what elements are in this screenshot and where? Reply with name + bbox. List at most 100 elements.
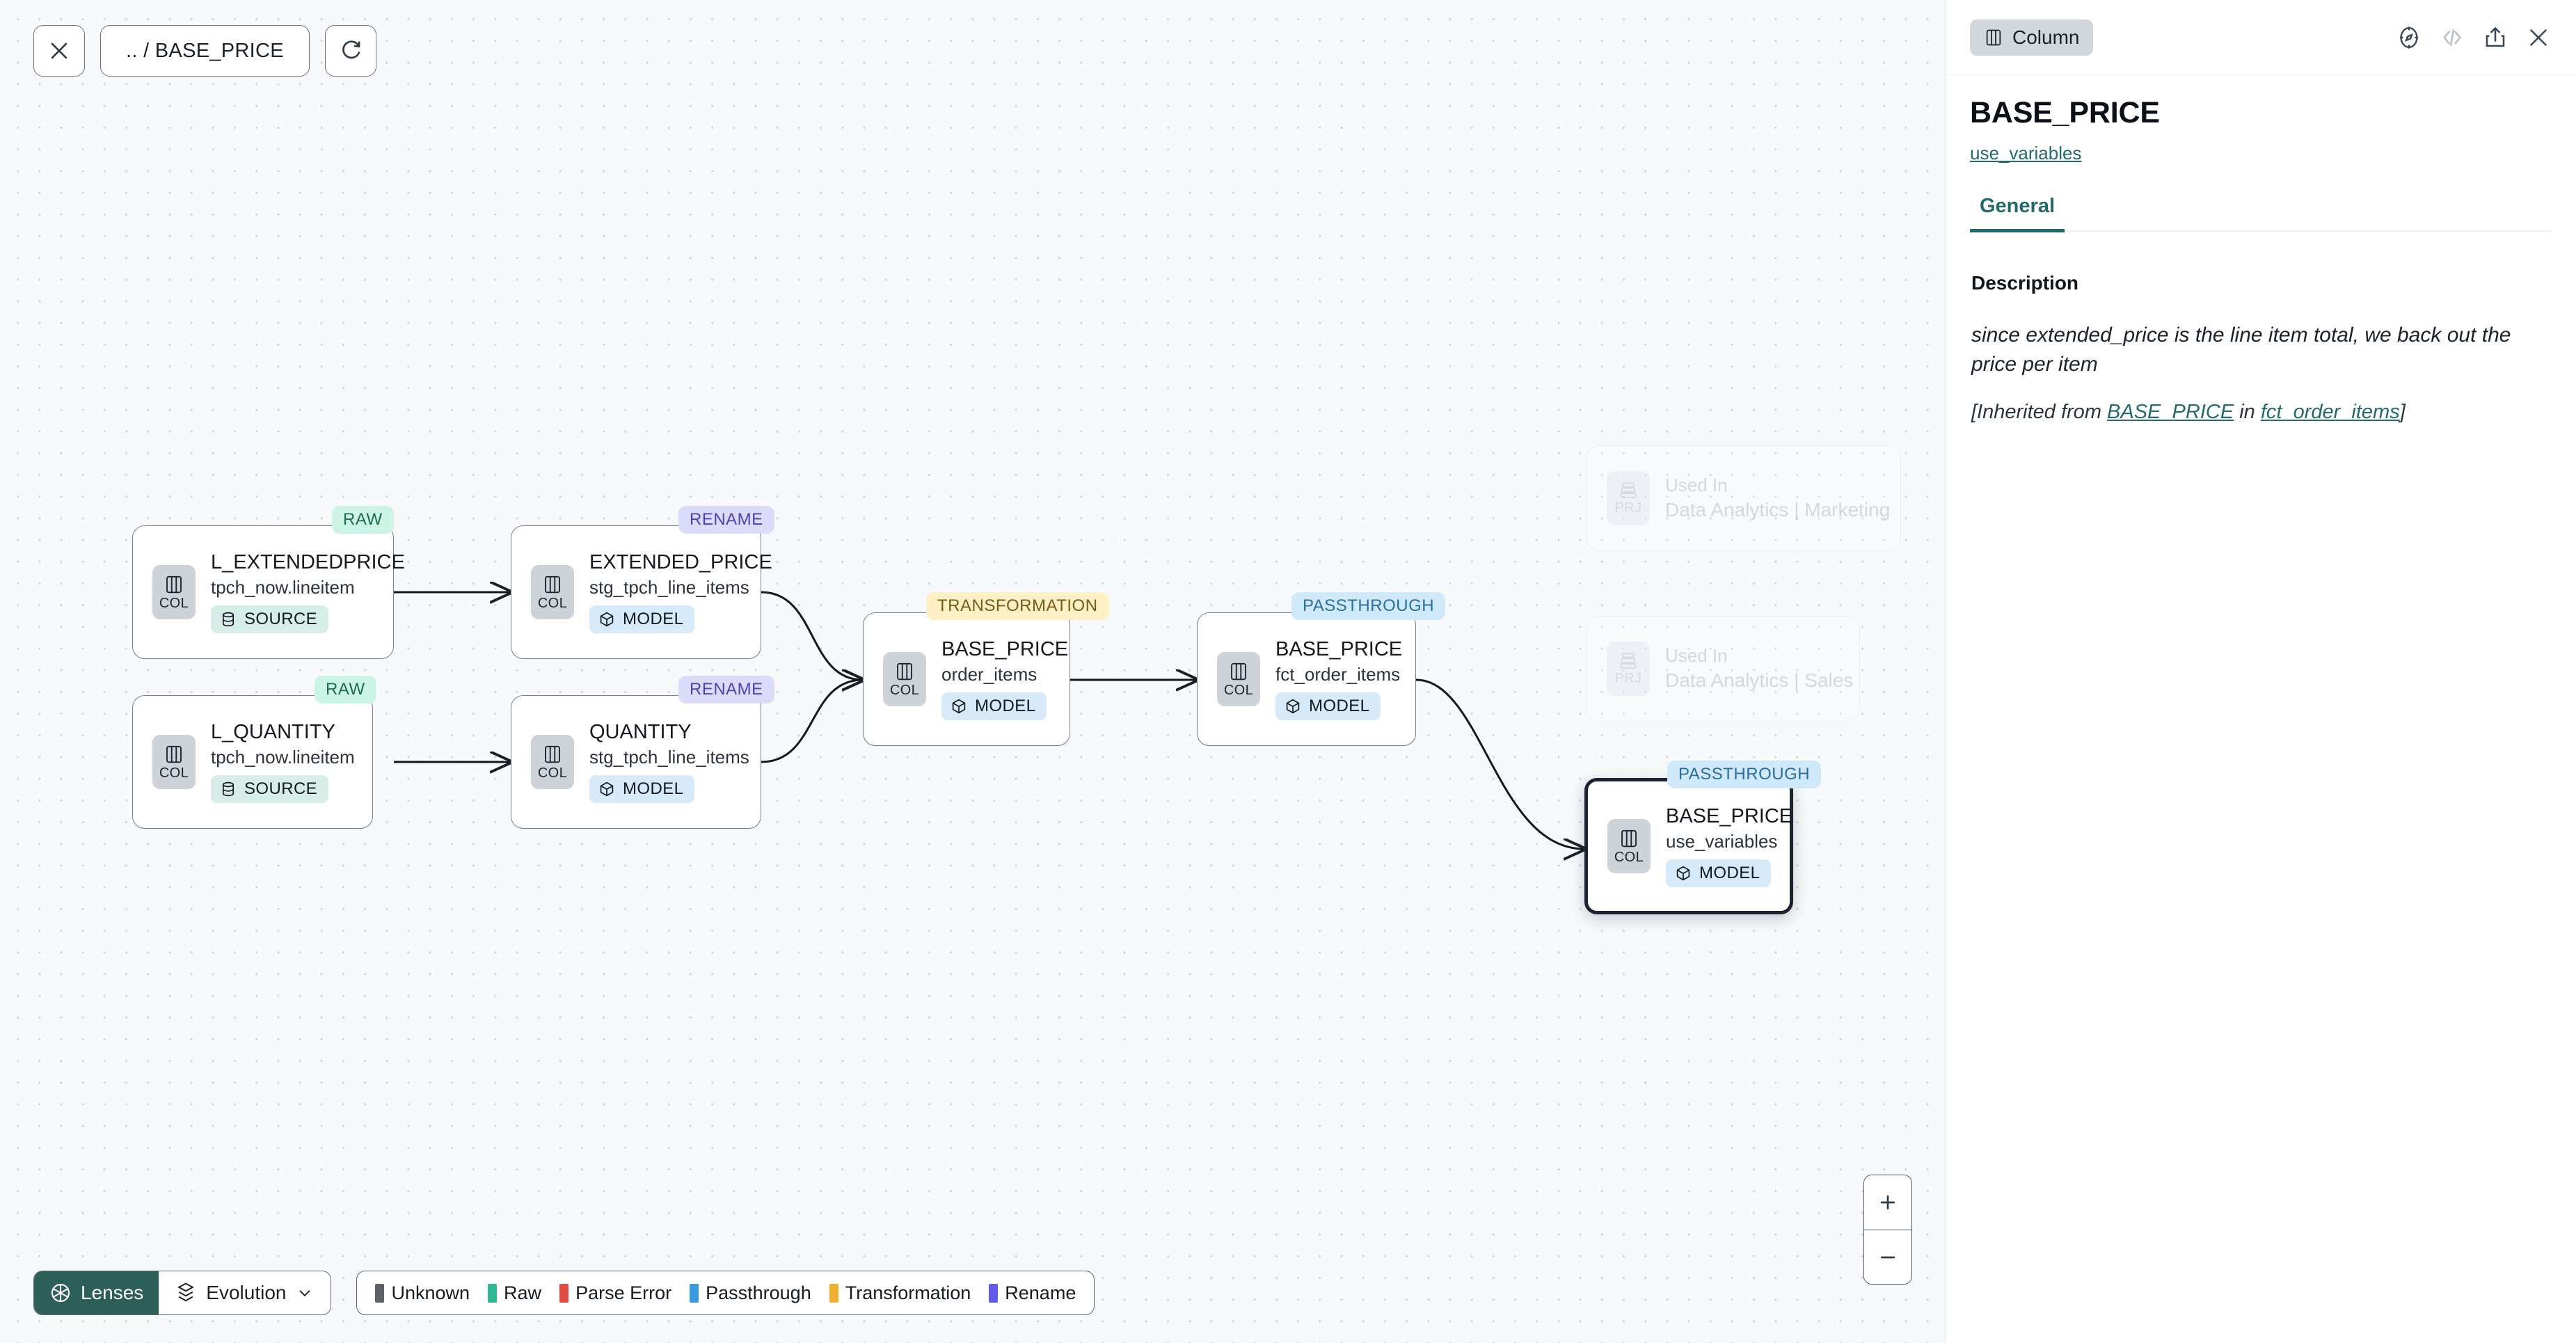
description-inherited-note: [Inherited from BASE_PRICE in fct_order_… bbox=[1971, 398, 2551, 427]
refresh-icon bbox=[342, 40, 360, 59]
column-icon-label: COL bbox=[1223, 683, 1254, 698]
column-icon: COL bbox=[883, 652, 926, 706]
node-badge-transformation: TRANSFORMATION bbox=[926, 592, 1109, 621]
legend-swatch bbox=[690, 1283, 699, 1303]
used-in-card[interactable]: PRJ Used In Data Analytics | Sales bbox=[1587, 616, 1860, 722]
breadcrumb: .. / BASE_PRICE bbox=[126, 39, 284, 62]
code-icon bbox=[2443, 29, 2461, 46]
project-icon-label: PRJ bbox=[1614, 671, 1642, 686]
database-icon bbox=[222, 612, 234, 627]
zoom-out-button[interactable] bbox=[1864, 1230, 1911, 1284]
node-subtitle: use_variables bbox=[1666, 831, 1778, 852]
entity-type-label: Column bbox=[2012, 26, 2080, 48]
lineage-node-l-quantity[interactable]: COL L_QUANTITY tpch_now.lineitem SOURCE bbox=[132, 695, 373, 829]
lineage-node-extended-price[interactable]: COL EXTENDED_PRICE stg_tpch_line_items M… bbox=[511, 525, 772, 659]
share-button[interactable] bbox=[2483, 25, 2508, 50]
lineage-node-l-extendedprice[interactable]: COL L_EXTENDEDPRICE tpch_now.lineitem SO… bbox=[132, 525, 405, 659]
refresh-button[interactable] bbox=[324, 25, 376, 77]
node-type-pill-source: SOURCE bbox=[211, 775, 329, 804]
inherit-prefix: [Inherited from bbox=[1971, 400, 2108, 423]
tab-general[interactable]: General bbox=[1970, 195, 2065, 232]
close-button[interactable] bbox=[33, 25, 85, 77]
inherit-mid: in bbox=[2234, 400, 2261, 423]
column-icon: COL bbox=[152, 735, 196, 789]
legend-item-passthrough: Passthrough bbox=[690, 1282, 811, 1304]
lineage-node-fct-order-items[interactable]: COL BASE_PRICE fct_order_items MODEL bbox=[1197, 612, 1416, 746]
legend-item-parse-error: Parse Error bbox=[559, 1282, 671, 1304]
code-button[interactable] bbox=[2440, 25, 2465, 50]
status-legend: Unknown Raw Parse Error Passthrough Tran… bbox=[356, 1271, 1095, 1315]
zoom-in-button[interactable] bbox=[1864, 1175, 1911, 1230]
evolution-label: Evolution bbox=[206, 1282, 287, 1303]
breadcrumb-button[interactable]: .. / BASE_PRICE bbox=[100, 25, 310, 77]
node-title: BASE_PRICE bbox=[1275, 637, 1403, 660]
column-icon-label: COL bbox=[159, 596, 189, 611]
cube-icon bbox=[952, 699, 966, 714]
minus-icon bbox=[1880, 1256, 1895, 1258]
inherit-model-link[interactable]: fct_order_items bbox=[2260, 400, 2400, 423]
legend-swatch bbox=[488, 1283, 498, 1303]
column-icon-label: COL bbox=[537, 765, 568, 781]
inherit-suffix: ] bbox=[2399, 400, 2406, 423]
node-badge-rename: RENAME bbox=[678, 676, 774, 704]
legend-swatch bbox=[989, 1283, 999, 1303]
column-icon-label: COL bbox=[1614, 850, 1644, 865]
legend-item-rename: Rename bbox=[989, 1282, 1076, 1304]
close-icon bbox=[2530, 29, 2547, 46]
node-badge-passthrough: PASSTHROUGH bbox=[1667, 761, 1822, 789]
node-type-pill-model: MODEL bbox=[941, 692, 1047, 721]
node-badge-raw: RAW bbox=[315, 676, 376, 704]
cube-icon bbox=[600, 781, 614, 797]
canvas-toolbar: .. / BASE_PRICE bbox=[33, 25, 376, 77]
used-in-card[interactable]: PRJ Used In Data Analytics | Marketing bbox=[1587, 445, 1901, 551]
explore-button[interactable] bbox=[2396, 25, 2422, 50]
column-icon: COL bbox=[152, 565, 196, 619]
lineage-node-order-items[interactable]: COL BASE_PRICE order_items MODEL bbox=[863, 612, 1070, 746]
lineage-canvas[interactable]: .. / BASE_PRICE PRJ Used In Data Analyti… bbox=[0, 0, 1946, 1343]
lenses-button[interactable]: Lenses bbox=[34, 1271, 159, 1314]
node-title: BASE_PRICE bbox=[1666, 804, 1793, 827]
entity-type-chip[interactable]: Column bbox=[1970, 19, 2094, 56]
node-type-pill-source: SOURCE bbox=[211, 605, 329, 634]
used-in-label: Used In bbox=[1665, 645, 1728, 667]
plus-icon bbox=[1880, 1195, 1895, 1210]
node-title: BASE_PRICE bbox=[941, 637, 1069, 660]
description-section: Description since extended_price is the … bbox=[1946, 232, 2576, 427]
column-icon-label: COL bbox=[537, 596, 568, 611]
close-icon bbox=[51, 42, 67, 59]
lineage-node-quantity[interactable]: COL QUANTITY stg_tpch_line_items MODEL bbox=[511, 695, 761, 829]
node-title: EXTENDED_PRICE bbox=[589, 550, 772, 573]
project-icon: PRJ bbox=[1607, 642, 1650, 696]
legend-swatch bbox=[375, 1283, 385, 1303]
panel-tabs: General bbox=[1970, 195, 2551, 232]
node-subtitle: tpch_now.lineitem bbox=[211, 747, 355, 768]
node-type-pill-model: MODEL bbox=[589, 605, 695, 634]
database-icon bbox=[222, 781, 234, 797]
aperture-icon bbox=[51, 1283, 70, 1303]
legend-item-transformation: Transformation bbox=[829, 1282, 971, 1304]
node-subtitle: stg_tpch_line_items bbox=[589, 577, 749, 598]
column-icon: COL bbox=[531, 565, 574, 619]
evolution-select[interactable]: Evolution bbox=[159, 1271, 331, 1314]
node-subtitle: order_items bbox=[941, 664, 1037, 685]
chevron-down-icon bbox=[300, 1290, 310, 1297]
description-label: Description bbox=[1971, 271, 2079, 294]
parent-model-link[interactable]: use_variables bbox=[1970, 143, 2082, 164]
project-icon-label: PRJ bbox=[1614, 500, 1642, 516]
legend-swatch bbox=[559, 1283, 569, 1303]
canvas-bottom-bar: Lenses Evolution Unknown Raw Parse Error… bbox=[33, 1271, 1095, 1315]
close-panel-button[interactable] bbox=[2526, 25, 2551, 50]
details-panel: Column bbox=[1946, 0, 2576, 1343]
project-icon: PRJ bbox=[1607, 471, 1650, 525]
inherit-column-link[interactable]: BASE_PRICE bbox=[2107, 400, 2234, 423]
legend-swatch bbox=[829, 1283, 838, 1303]
zoom-controls bbox=[1863, 1175, 1912, 1285]
node-badge-rename: RENAME bbox=[678, 506, 774, 534]
node-subtitle: stg_tpch_line_items bbox=[589, 747, 749, 768]
lineage-node-use-variables-selected[interactable]: COL BASE_PRICE use_variables MODEL bbox=[1584, 778, 1793, 914]
legend-item-raw: Raw bbox=[488, 1282, 541, 1304]
column-icon: COL bbox=[1607, 819, 1651, 873]
column-icon bbox=[1986, 29, 2001, 45]
column-icon: COL bbox=[531, 735, 574, 789]
panel-header-actions bbox=[2396, 25, 2551, 50]
